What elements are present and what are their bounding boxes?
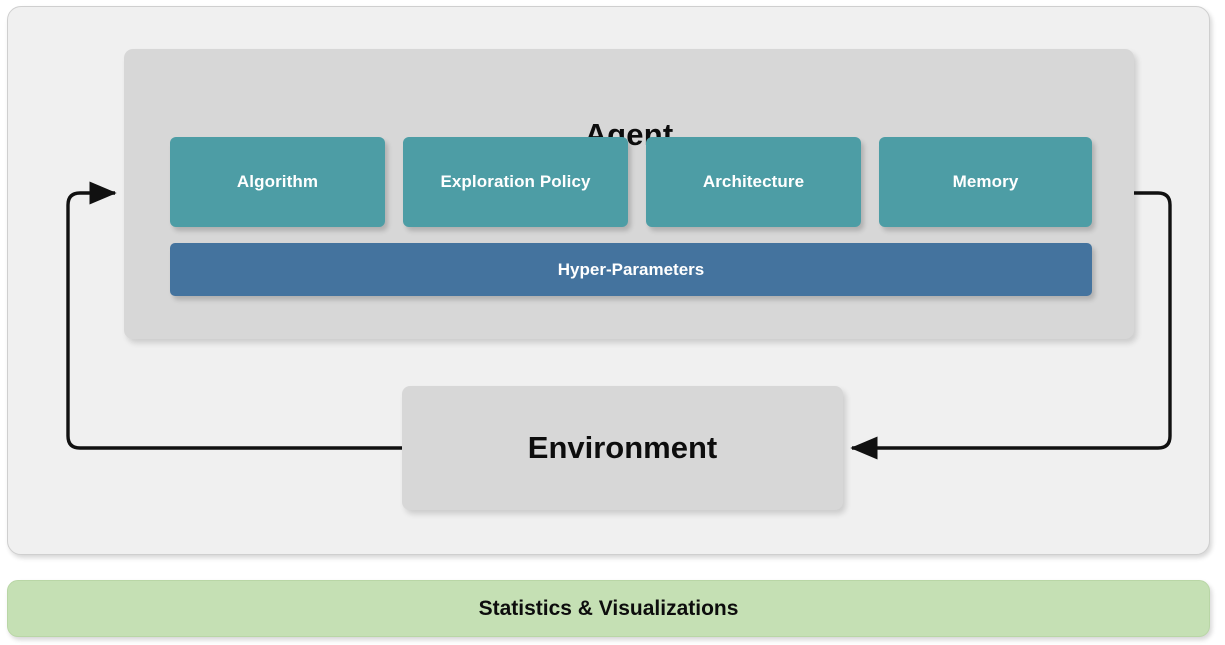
environment-box[interactable]: Environment <box>402 386 843 510</box>
statistics-visualizations-bar[interactable]: Statistics & Visualizations <box>7 580 1210 637</box>
agent-component-memory[interactable]: Memory <box>879 137 1093 227</box>
agent-component-architecture[interactable]: Architecture <box>645 137 861 227</box>
agent-components-row: Algorithm Exploration Policy Architectur… <box>170 137 1093 227</box>
agent-component-algorithm[interactable]: Algorithm <box>170 137 386 227</box>
agent-panel: Agent Algorithm Exploration Policy Archi… <box>124 49 1134 339</box>
agent-component-exploration-policy[interactable]: Exploration Policy <box>403 137 628 227</box>
hyper-parameters-bar[interactable]: Hyper-Parameters <box>170 243 1092 296</box>
